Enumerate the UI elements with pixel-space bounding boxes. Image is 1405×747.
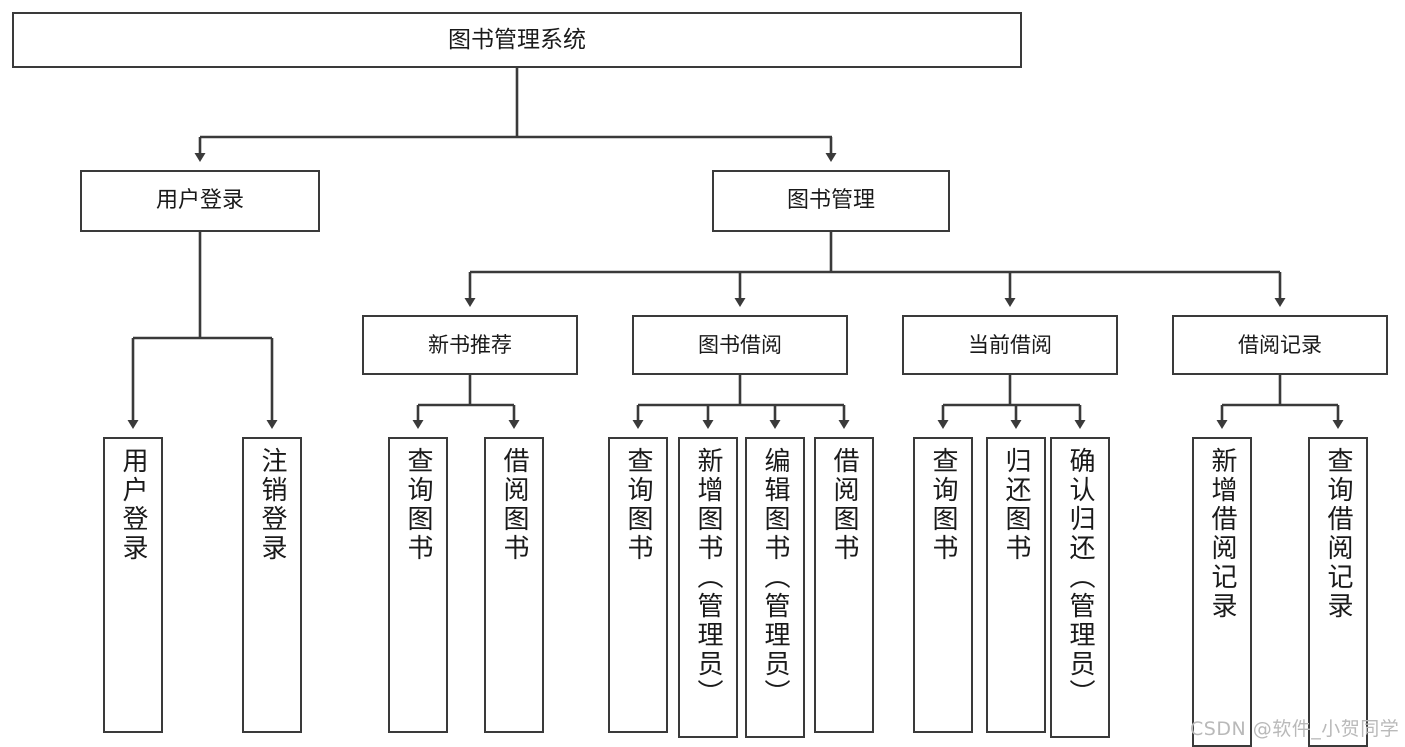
node-leaf-add-record[interactable]: 新增借阅记录 xyxy=(1192,437,1252,747)
node-leaf-borrow-book-2[interactable]: 借阅图书 xyxy=(814,437,874,733)
node-leaf-confirm-return-label: 确认归还（管理员） xyxy=(1065,447,1095,708)
node-leaf-borrow-book-1-label: 借阅图书 xyxy=(499,447,529,563)
node-new-book-recommend-label: 新书推荐 xyxy=(428,332,512,357)
node-leaf-borrow-book-1[interactable]: 借阅图书 xyxy=(484,437,544,733)
node-leaf-query-book-2-label: 查询图书 xyxy=(623,447,653,563)
node-leaf-query-book-1-label: 查询图书 xyxy=(403,447,433,563)
node-leaf-add-book[interactable]: 新增图书（管理员） xyxy=(678,437,738,738)
node-user-login-label: 用户登录 xyxy=(155,188,244,214)
node-leaf-user-login-label: 用户登录 xyxy=(118,447,148,563)
node-leaf-query-book-3-label: 查询图书 xyxy=(928,447,958,563)
node-book-manage-label: 图书管理 xyxy=(786,188,875,214)
node-new-book-recommend[interactable]: 新书推荐 xyxy=(362,315,578,375)
node-leaf-return-book[interactable]: 归还图书 xyxy=(986,437,1046,733)
node-leaf-query-record-label: 查询借阅记录 xyxy=(1323,447,1353,621)
node-current-borrow-label: 当前借阅 xyxy=(968,332,1052,357)
node-leaf-add-record-label: 新增借阅记录 xyxy=(1207,447,1237,621)
node-leaf-user-logout-label: 注销登录 xyxy=(257,447,287,563)
node-book-manage[interactable]: 图书管理 xyxy=(712,170,950,232)
node-borrow-record-label: 借阅记录 xyxy=(1238,332,1322,357)
node-leaf-edit-book[interactable]: 编辑图书（管理员） xyxy=(745,437,805,738)
node-root-label: 图书管理系统 xyxy=(448,26,586,53)
csdn-watermark: CSDN @软件_小贺同学 xyxy=(1190,718,1400,740)
node-leaf-confirm-return[interactable]: 确认归还（管理员） xyxy=(1050,437,1110,738)
node-leaf-add-book-label: 新增图书（管理员） xyxy=(693,447,723,708)
node-book-borrow-label: 图书借阅 xyxy=(698,332,782,357)
node-leaf-user-logout[interactable]: 注销登录 xyxy=(242,437,302,733)
node-leaf-query-book-2[interactable]: 查询图书 xyxy=(608,437,668,733)
node-book-borrow[interactable]: 图书借阅 xyxy=(632,315,848,375)
node-leaf-edit-book-label: 编辑图书（管理员） xyxy=(760,447,790,708)
node-leaf-query-book-1[interactable]: 查询图书 xyxy=(388,437,448,733)
node-root[interactable]: 图书管理系统 xyxy=(12,12,1022,68)
node-user-login[interactable]: 用户登录 xyxy=(80,170,320,232)
node-borrow-record[interactable]: 借阅记录 xyxy=(1172,315,1388,375)
node-leaf-user-login[interactable]: 用户登录 xyxy=(103,437,163,733)
node-leaf-return-book-label: 归还图书 xyxy=(1001,447,1031,563)
node-leaf-borrow-book-2-label: 借阅图书 xyxy=(829,447,859,563)
node-leaf-query-book-3[interactable]: 查询图书 xyxy=(913,437,973,733)
node-leaf-query-record[interactable]: 查询借阅记录 xyxy=(1308,437,1368,747)
node-current-borrow[interactable]: 当前借阅 xyxy=(902,315,1118,375)
